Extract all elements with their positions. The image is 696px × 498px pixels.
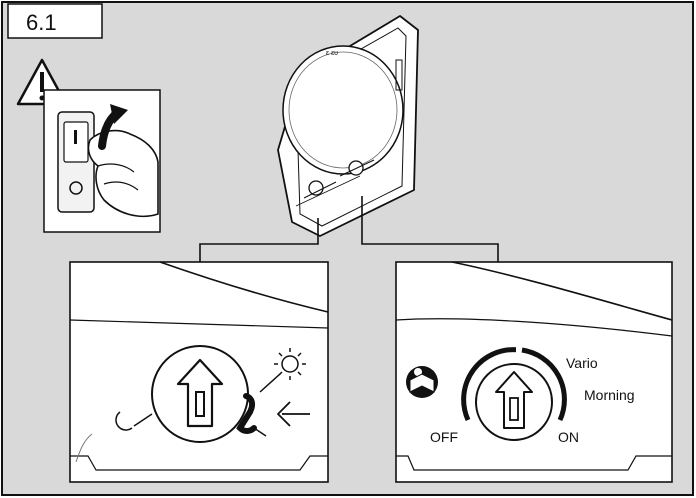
on-label: ON	[558, 429, 579, 445]
left-detail-panel	[69, 261, 329, 483]
sun-icon	[259, 348, 306, 393]
step-number-box: 6.1	[7, 3, 103, 39]
on-off-dial	[461, 344, 567, 441]
step-number: 6.1	[26, 10, 57, 35]
off-label: OFF	[430, 429, 458, 445]
right-detail-panel: Vario Morning OFF ON	[395, 261, 673, 483]
connector-lines	[199, 196, 499, 262]
switch-off-illustration	[43, 89, 161, 233]
curved-arrow-icon	[98, 104, 128, 150]
arrow-in-icon	[277, 401, 310, 427]
thermostat-device: ε ευ	[277, 15, 419, 237]
house-arrow-icon	[176, 358, 224, 428]
svg-text:ε ευ: ε ευ	[326, 50, 338, 57]
read-manual-icon	[406, 366, 438, 398]
morning-label: Morning	[584, 387, 635, 403]
vario-label: Vario	[566, 355, 598, 371]
device-knob-left	[308, 180, 324, 196]
mode-bracket	[236, 393, 257, 434]
house-arrow-icon	[495, 371, 533, 429]
moon-icon	[115, 411, 153, 431]
